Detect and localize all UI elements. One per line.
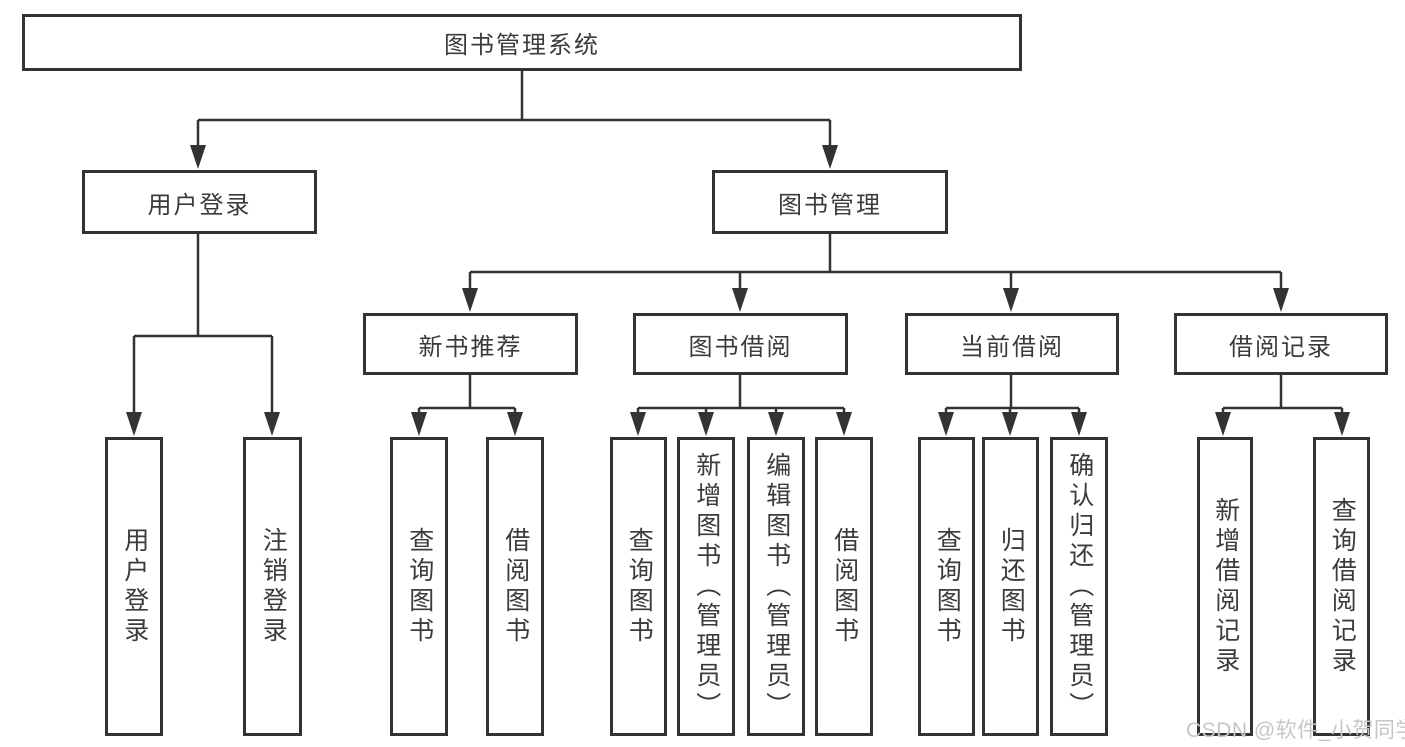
node-label: 新书推荐 <box>418 333 523 361</box>
connector-new-book-to-leaves <box>411 375 523 436</box>
leaf-borrow-query-books: 查询图书 <box>610 437 667 736</box>
node-book-borrow: 图书借阅 <box>633 313 848 375</box>
arrow-down-icon <box>768 412 784 436</box>
connector-current-borrow-to-leaves <box>938 375 1087 436</box>
leaf-newbook-query-books: 查询图书 <box>390 437 448 736</box>
arrow-down-icon <box>507 412 523 436</box>
leaf-current-return-books: 归还图书 <box>982 437 1039 736</box>
leaf-label: 查询图书 <box>625 526 654 647</box>
arrow-down-icon <box>462 288 478 312</box>
leaf-label: 确认归还（管理员） <box>1065 451 1094 722</box>
arrow-down-icon <box>630 412 646 436</box>
csdn-watermark: CSDN @软件_小贺同学 <box>1186 719 1405 742</box>
leaf-borrow-borrow-books: 借阅图书 <box>815 437 873 736</box>
arrow-down-icon <box>1002 412 1018 436</box>
connector-root-to-level1 <box>190 70 838 169</box>
leaf-current-confirm-return-admin: 确认归还（管理员） <box>1050 437 1108 736</box>
leaf-label: 编辑图书（管理员） <box>762 451 791 722</box>
node-user-login: 用户登录 <box>82 170 317 234</box>
node-current-borrow: 当前借阅 <box>905 313 1119 375</box>
arrow-down-icon <box>698 412 714 436</box>
leaf-label: 查询图书 <box>933 526 962 647</box>
leaf-record-query-borrow-record: 查询借阅记录 <box>1313 437 1370 736</box>
arrow-down-icon <box>1273 288 1289 312</box>
arrow-down-icon <box>190 145 206 169</box>
node-label: 借阅记录 <box>1229 333 1333 361</box>
arrow-down-icon <box>938 412 954 436</box>
leaf-logout: 注销登录 <box>243 437 302 736</box>
arrow-down-icon <box>1071 412 1087 436</box>
leaf-borrow-edit-books-admin: 编辑图书（管理员） <box>747 437 805 736</box>
leaf-label: 新增借阅记录 <box>1211 496 1240 677</box>
leaf-label: 查询借阅记录 <box>1328 496 1357 677</box>
leaf-label: 借阅图书 <box>501 526 530 647</box>
node-library-management-system: 图书管理系统 <box>22 14 1022 71</box>
arrow-down-icon <box>732 288 748 312</box>
node-label: 图书借阅 <box>688 333 793 361</box>
arrow-down-icon <box>1003 288 1019 312</box>
arrow-down-icon <box>1334 412 1350 436</box>
arrow-down-icon <box>1215 412 1231 436</box>
node-label: 用户登录 <box>147 191 252 219</box>
arrow-down-icon <box>822 145 838 169</box>
leaf-borrow-add-books-admin: 新增图书（管理员） <box>677 437 735 736</box>
arrow-down-icon <box>836 412 852 436</box>
node-label: 当前借阅 <box>960 333 1064 361</box>
connector-book-borrow-to-leaves <box>630 375 852 436</box>
node-label: 图书管理 <box>778 191 882 219</box>
arrow-down-icon <box>264 412 280 436</box>
leaf-label: 归还图书 <box>997 526 1026 647</box>
leaf-label: 查询图书 <box>405 526 434 647</box>
leaf-record-add-borrow-record: 新增借阅记录 <box>1197 437 1253 736</box>
node-book-management: 图书管理 <box>712 170 948 234</box>
arrow-down-icon <box>126 412 142 436</box>
leaf-label: 新增图书（管理员） <box>692 451 721 722</box>
connector-borrow-record-to-leaves <box>1215 375 1350 436</box>
node-new-book-recommend: 新书推荐 <box>363 313 578 375</box>
leaf-user-login: 用户登录 <box>105 437 163 736</box>
arrow-down-icon <box>411 412 427 436</box>
leaf-label: 借阅图书 <box>830 526 859 647</box>
leaf-current-query-books: 查询图书 <box>918 437 975 736</box>
leaf-label: 注销登录 <box>259 526 288 647</box>
node-label: 图书管理系统 <box>444 32 600 59</box>
node-borrow-record: 借阅记录 <box>1174 313 1388 375</box>
connector-book-mgmt-to-level2 <box>462 234 1289 312</box>
leaf-label: 用户登录 <box>120 526 149 647</box>
connector-user-login-to-leaves <box>126 234 280 436</box>
leaf-newbook-borrow-books: 借阅图书 <box>486 437 544 736</box>
